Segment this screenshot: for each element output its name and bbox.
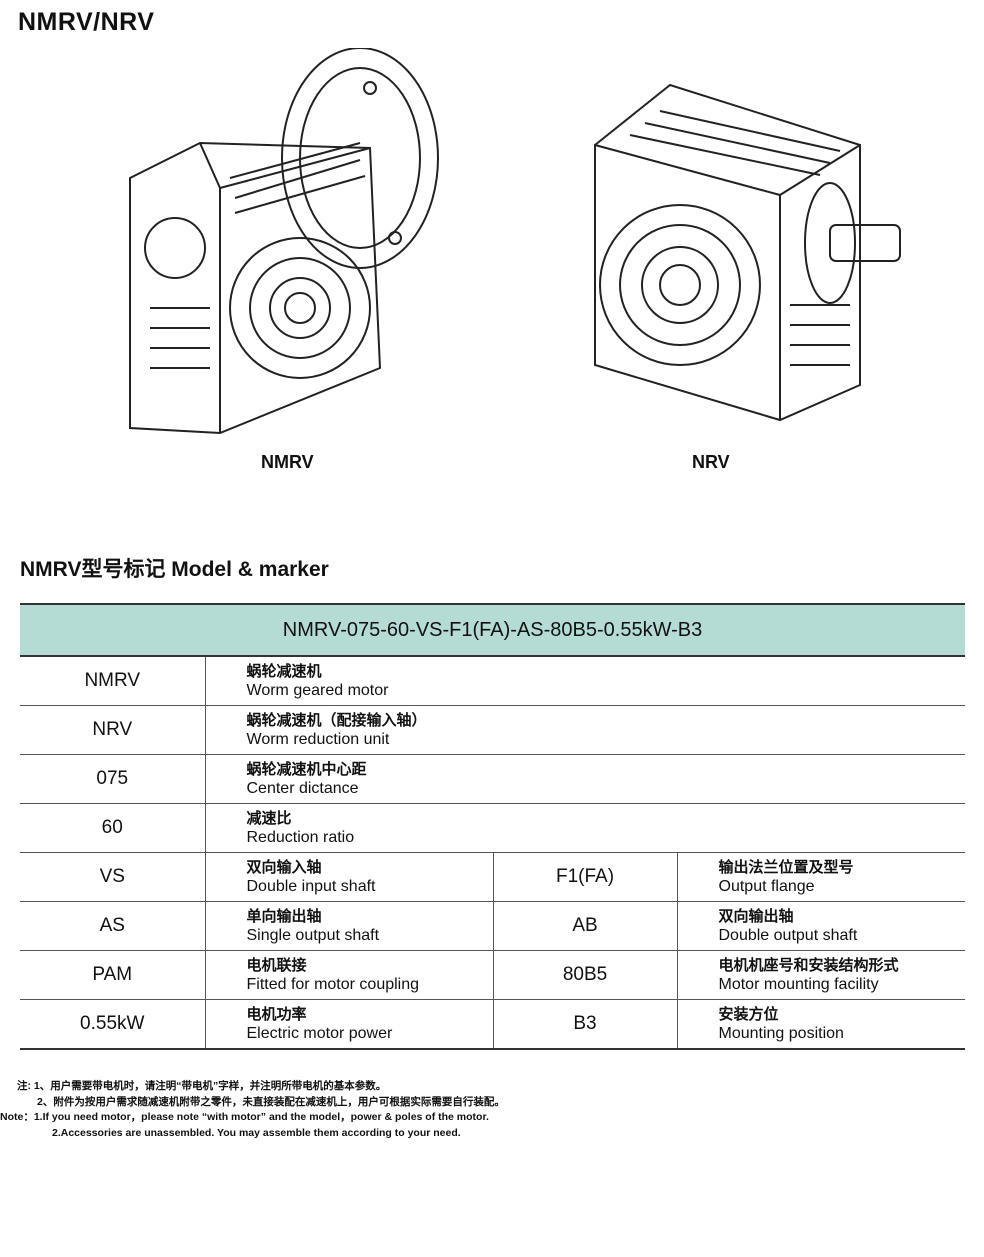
code-cell: AS [20, 901, 205, 951]
worm-reduction-unit-drawing [594, 83, 901, 422]
description-en: Worm geared motor [246, 682, 389, 699]
code-cell: NRV [20, 705, 205, 755]
code-cell: 80B5 [492, 950, 677, 1000]
page-title: NMRV/NRV [18, 8, 155, 36]
description-cn: 安装方位 [718, 1006, 779, 1023]
description-en: Double output shaft [718, 927, 858, 944]
note-cn-1: 注: 1、用户需要带电机时，请注明“带电机”字样，并注明所带电机的基本参数。 [17, 1080, 387, 1092]
note-en-1: Note：1.If you need motor，please note “wi… [0, 1111, 489, 1123]
description-cell: 电机功率 Electric motor power [204, 999, 493, 1050]
code-cell: F1(FA) [492, 852, 677, 902]
description-cn: 蜗轮减速机（配接输入轴） [246, 712, 427, 729]
description-en: Motor mounting facility [718, 976, 879, 993]
description-cell: 单向输出轴 Single output shaft [204, 901, 493, 951]
description-cn: 电机功率 [246, 1006, 307, 1023]
table-row: AS 单向输出轴 Single output shaft AB 双向输出轴 Double … [20, 901, 965, 951]
description-en: Double input shaft [246, 878, 376, 895]
description-cn: 单向输出轴 [246, 908, 322, 925]
notes: 注: 1、用户需要带电机时，请注明“带电机”字样，并注明所带电机的基本参数。 2… [0, 1079, 505, 1141]
worm-gear-motor-drawing [129, 48, 439, 435]
description-cn: 蜗轮减速机中心距 [246, 761, 367, 778]
description-cell: 输出法兰位置及型号 Output flange [676, 852, 965, 902]
description-en: Reduction ratio [246, 829, 355, 846]
code-cell: PAM [20, 950, 205, 1000]
code-cell: 60 [20, 803, 205, 853]
description-en: Fitted for motor coupling [246, 976, 420, 993]
description-en: Center dictance [246, 780, 359, 797]
description-cell: 蜗轮减速机中心距 Center dictance [204, 754, 965, 804]
description-en: Electric motor power [246, 1025, 393, 1042]
note-en-2: 2.Accessories are unassembled. You may a… [52, 1126, 461, 1139]
table-row: 0.55kW 电机功率 Electric motor power B3 安装方位 Moun… [20, 999, 965, 1050]
code-cell: NMRV [20, 656, 205, 706]
description-cn: 蜗轮减速机 [246, 663, 322, 680]
table-row: NRV 蜗轮减速机（配接输入轴） Worm reduction unit [20, 705, 965, 755]
description-cell: 双向输出轴 Double output shaft [676, 901, 965, 951]
code-cell: 075 [20, 754, 205, 804]
description-cell: 电机机座号和安装结构形式 Motor mounting facility [676, 950, 965, 1000]
description-cell: 蜗轮减速机 Worm geared motor [204, 656, 965, 706]
figure-caption-nmrv: NMRV [261, 452, 314, 472]
description-en: Worm reduction unit [246, 731, 390, 748]
description-cn: 电机联接 [246, 957, 307, 974]
table-row: 075 蜗轮减速机中心距 Center dictance [20, 754, 965, 804]
description-cn: 减速比 [246, 810, 292, 827]
description-cn: 输出法兰位置及型号 [718, 859, 854, 876]
figure-caption-nrv: NRV [692, 452, 730, 472]
description-cn: 双向输入轴 [246, 859, 322, 876]
code-cell: VS [20, 852, 205, 902]
description-cn: 双向输出轴 [718, 908, 794, 925]
description-cell: 蜗轮减速机（配接输入轴） Worm reduction unit [204, 705, 965, 755]
code-cell: AB [492, 901, 677, 951]
note-cn-2: 2、附件为按用户需求随减速机附带之零件，未直接装配在减速机上，用户可根据实际需要… [37, 1095, 505, 1108]
description-cell: 电机联接 Fitted for motor coupling [204, 950, 493, 1000]
description-en: Mounting position [718, 1025, 844, 1042]
code-cell: 0.55kW [20, 999, 205, 1050]
description-cell: 安装方位 Mounting position [676, 999, 965, 1050]
description-cn: 电机机座号和安装结构形式 [718, 957, 899, 974]
description-en: Single output shaft [246, 927, 380, 944]
model-code-header: NMRV-075-60-VS-F1(FA)-AS-80B5-0.55kW-B3 [20, 603, 965, 657]
description-cell: 减速比 Reduction ratio [204, 803, 965, 853]
description-en: Output flange [718, 878, 815, 895]
code-cell: B3 [492, 999, 677, 1050]
table-row: 60 减速比 Reduction ratio [20, 803, 965, 853]
model-marker-table: NMRV-075-60-VS-F1(FA)-AS-80B5-0.55kW-B3 … [20, 603, 965, 1050]
description-cell: 双向输入轴 Double input shaft [204, 852, 493, 902]
section-title: NMRV型号标记 Model & marker [20, 558, 329, 581]
table-row: NMRV 蜗轮减速机 Worm geared motor [20, 656, 965, 706]
